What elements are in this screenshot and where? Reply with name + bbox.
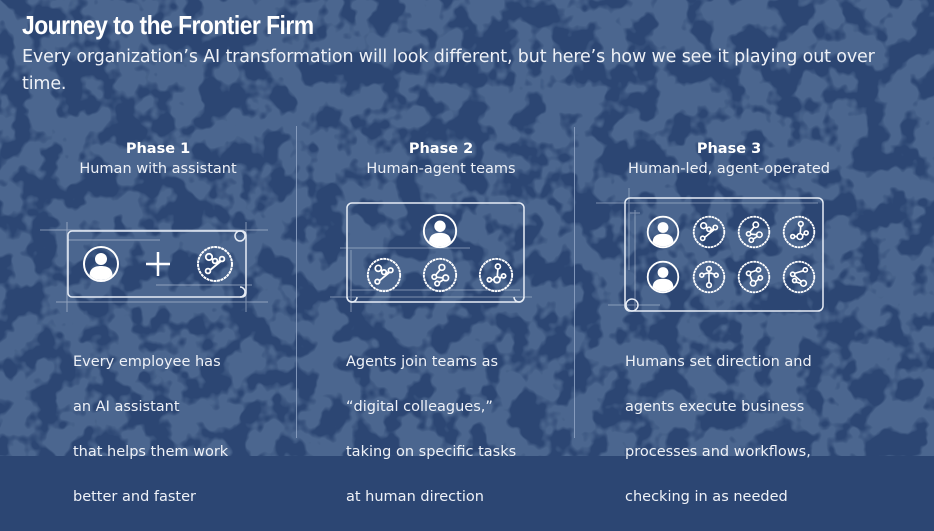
person-icon xyxy=(422,213,458,249)
agent-network-icon xyxy=(478,257,514,293)
agent-network-icon xyxy=(692,260,726,294)
phase-3-description: Humans set direction and agents execute … xyxy=(625,328,812,531)
description-line: Every employee has xyxy=(73,353,221,370)
phase-3-heading: Phase 3 Human-led, agent-operated xyxy=(599,139,859,179)
person-icon xyxy=(646,215,680,249)
phase-2-label: Phase 2 xyxy=(408,141,474,157)
description-line: better and faster xyxy=(73,488,196,505)
phase-1-heading: Phase 1 Human with assistant xyxy=(28,139,288,179)
description-line: agents execute business xyxy=(625,398,805,415)
agent-network-icon xyxy=(692,215,726,249)
description-line: taking on specific tasks xyxy=(346,443,517,460)
page-title: Journey to the Frontier Firm xyxy=(22,10,314,40)
phase-divider-1 xyxy=(296,126,297,438)
description-line: checking in as needed xyxy=(625,488,788,505)
page-subtitle: Every organization’s AI transformation w… xyxy=(22,47,875,94)
phase-2-heading: Phase 2 Human-agent teams xyxy=(311,139,571,179)
plus-icon xyxy=(146,252,170,276)
agent-network-icon xyxy=(366,257,402,293)
description-line: that helps them work xyxy=(73,443,229,460)
agent-network-icon xyxy=(782,260,816,294)
description-line: “digital colleagues,” xyxy=(346,398,493,415)
description-line: Humans set direction and xyxy=(625,353,812,370)
phase-2-diagram xyxy=(330,202,532,312)
agent-network-icon xyxy=(197,246,233,282)
phase-3-name: Human-led, agent-operated xyxy=(628,161,830,177)
agent-network-icon xyxy=(737,215,771,249)
person-icon xyxy=(83,246,119,282)
phase-2-description: Agents join teams as “digital colleagues… xyxy=(346,328,516,531)
phase-3-label: Phase 3 xyxy=(696,141,762,157)
phase-1-diagram xyxy=(40,222,268,312)
phase-1-description: Every employee has an AI assistant that … xyxy=(73,328,228,531)
agent-network-icon xyxy=(782,215,816,249)
description-line: at human direction xyxy=(346,488,484,505)
phase-1-label: Phase 1 xyxy=(125,141,191,157)
phase-1-name: Human with assistant xyxy=(79,161,237,177)
person-icon xyxy=(646,260,680,294)
phase-3-diagram xyxy=(596,188,824,312)
description-line: processes and workflows, xyxy=(625,443,811,460)
agent-network-icon xyxy=(422,257,458,293)
description-line: Agents join teams as xyxy=(346,353,499,370)
phase-divider-2 xyxy=(574,127,575,438)
agent-network-icon xyxy=(737,260,771,294)
phase-2-name: Human-agent teams xyxy=(366,161,516,177)
description-line: an AI assistant xyxy=(73,398,180,415)
